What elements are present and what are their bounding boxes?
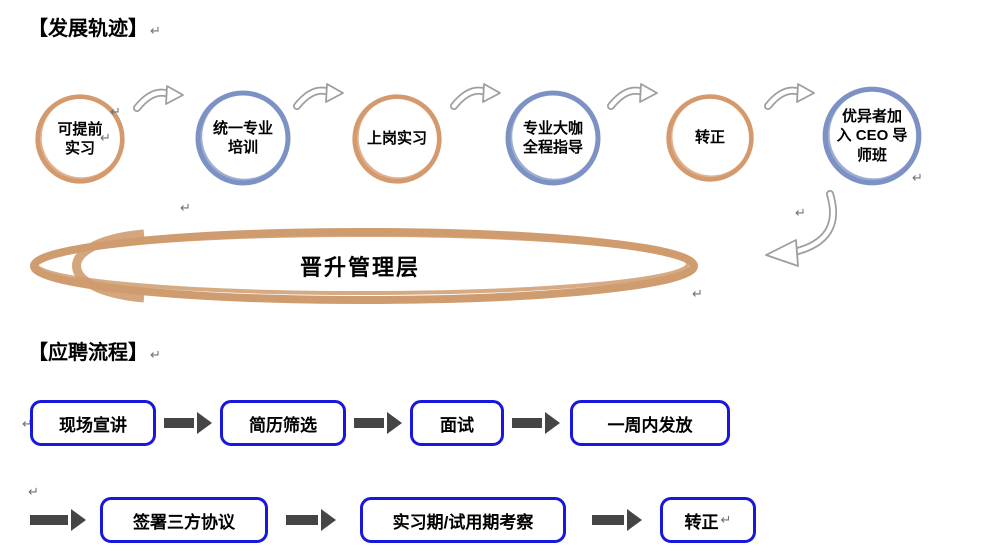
flow-box-resume-screening: 简历筛选 bbox=[220, 400, 346, 446]
section-heading-development: 【发展轨迹】↵ bbox=[28, 12, 161, 41]
section-heading-recruitment: 【应聘流程】↵ bbox=[28, 336, 161, 365]
block-arrow-icon bbox=[30, 509, 86, 531]
node-label: 专业大咖 全程指导 bbox=[522, 119, 583, 157]
promotion-label: 晋升管理层 bbox=[299, 255, 420, 280]
paragraph-mark: ↵ bbox=[150, 347, 161, 362]
flow-node-early-internship: 可提前 实习 bbox=[33, 92, 127, 186]
paragraph-mark: ↵ bbox=[912, 170, 923, 185]
flow-box-tripartite-agreement: 签署三方协议 bbox=[100, 497, 268, 543]
brush-circle-icon bbox=[195, 90, 291, 186]
big-sketch-arrow-icon bbox=[765, 190, 838, 267]
recruitment-heading-text: 【应聘流程】 bbox=[28, 342, 148, 364]
paragraph-mark: ↵ bbox=[180, 200, 191, 215]
brush-ellipse-icon bbox=[30, 228, 698, 304]
paragraph-mark: ↵ bbox=[22, 416, 33, 431]
brush-circle-icon bbox=[666, 94, 754, 182]
development-heading-text: 【发展轨迹】 bbox=[28, 18, 148, 40]
node-label: 可提前 实习 bbox=[57, 120, 103, 158]
flow-node-training: 统一专业 培训 bbox=[193, 88, 293, 188]
node-label: 上岗实习 bbox=[366, 130, 427, 148]
flow-box-onsite-presentation: 现场宣讲 bbox=[30, 400, 156, 446]
block-arrow-icon bbox=[512, 412, 560, 434]
flow-node-expert-guidance: 专业大咖 全程指导 bbox=[503, 88, 603, 188]
flow-box-probation-assessment: 实习期/试用期考察 bbox=[360, 497, 566, 543]
block-arrow-icon bbox=[286, 509, 336, 531]
brush-circle-icon bbox=[352, 94, 442, 184]
paragraph-mark: ↵ bbox=[150, 23, 161, 38]
node-label: 转正 bbox=[694, 129, 725, 147]
brush-circle-icon bbox=[35, 94, 125, 184]
block-arrow-icon bbox=[164, 412, 212, 434]
paragraph-mark: ↵ bbox=[692, 286, 703, 301]
sketch-arrow-icon bbox=[133, 82, 187, 116]
paragraph-mark: ↵ bbox=[110, 104, 121, 119]
sketch-arrow-icon bbox=[607, 80, 661, 114]
flow-box-interview: 面试 bbox=[410, 400, 504, 446]
brush-circle-icon bbox=[505, 90, 601, 186]
paragraph-mark: ↵ bbox=[795, 205, 806, 220]
flow-node-ceo-mentor-class: 优异者加 入 CEO 导 师班 bbox=[820, 84, 924, 188]
sketch-arrow-icon bbox=[450, 80, 504, 114]
node-label: 统一专业 培训 bbox=[212, 119, 273, 157]
flow-box-regularization: 转正↵ bbox=[660, 497, 756, 543]
brush-circle-icon bbox=[822, 86, 922, 186]
block-arrow-icon bbox=[592, 509, 642, 531]
paragraph-mark: ↵ bbox=[100, 130, 111, 145]
flow-box-offer-within-week: 一周内发放 bbox=[570, 400, 730, 446]
paragraph-mark: ↵ bbox=[720, 512, 732, 527]
flow-node-regularization: 转正 bbox=[664, 92, 756, 184]
sketch-arrow-icon bbox=[764, 80, 818, 114]
node-label: 优异者加 入 CEO 导 师班 bbox=[836, 107, 908, 164]
paragraph-mark: ↵ bbox=[28, 484, 39, 499]
block-arrow-icon bbox=[354, 412, 402, 434]
flow-node-onboarding-internship: 上岗实习 bbox=[350, 92, 444, 186]
sketch-arrow-icon bbox=[293, 80, 347, 114]
